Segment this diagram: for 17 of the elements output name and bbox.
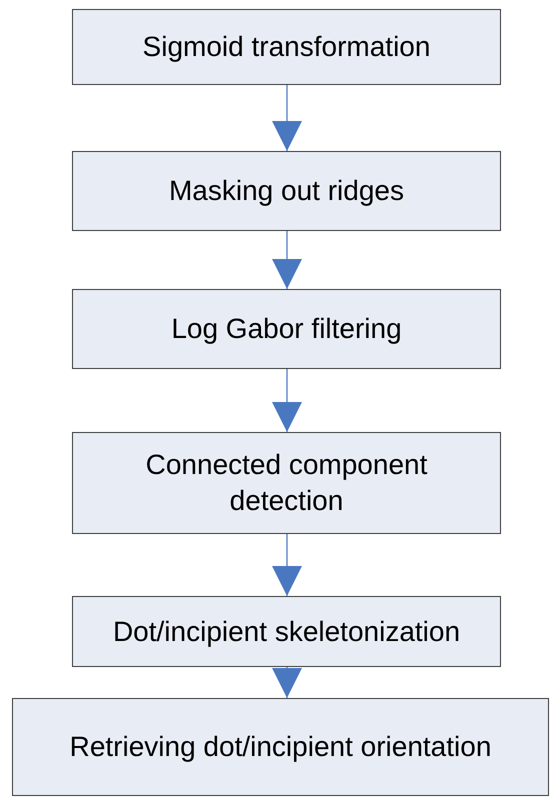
arrow xyxy=(272,85,302,151)
process-box xyxy=(12,698,549,796)
arrow xyxy=(272,667,302,698)
process-box xyxy=(72,9,501,85)
step-label: Connected component detection xyxy=(146,449,428,516)
arrow xyxy=(272,231,302,289)
arrow xyxy=(272,534,302,596)
step-label: Log Gabor filtering xyxy=(171,313,402,344)
process-box xyxy=(72,151,501,231)
process-box xyxy=(72,432,501,534)
arrow xyxy=(272,369,302,432)
step-label: Sigmoid transformation xyxy=(142,31,430,62)
process-box xyxy=(72,596,501,667)
step-label: Masking out ridges xyxy=(168,175,404,206)
step-label: Dot/incipient skeletonization xyxy=(112,616,460,646)
step-label: Retrieving dot/incipient orientation xyxy=(70,731,492,762)
process-box xyxy=(72,289,501,369)
